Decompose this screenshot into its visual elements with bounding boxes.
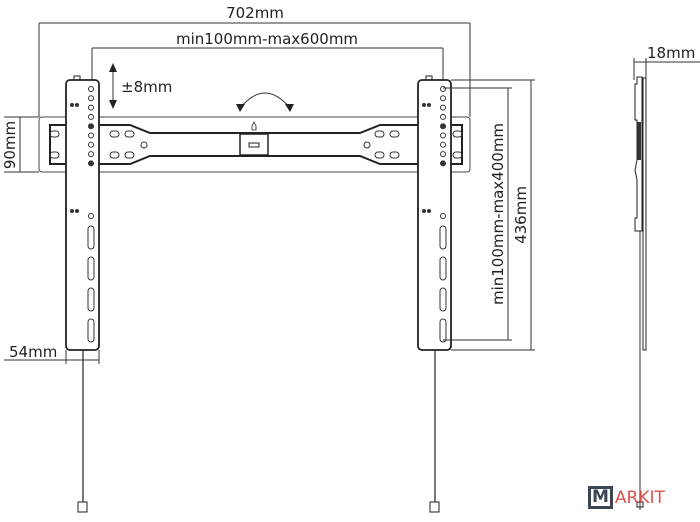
mount-hole — [440, 132, 446, 139]
slot — [87, 287, 95, 312]
logo-mark: M — [588, 486, 613, 509]
tilt-arrow-icon — [236, 92, 294, 112]
vertical-brackets — [65, 75, 452, 513]
slot — [439, 318, 447, 343]
left-bracket — [65, 75, 100, 513]
dimension-vertical-range: min100mm-max400mm — [443, 87, 512, 341]
vertical-adjust-label: ±8mm — [121, 78, 172, 96]
plate-height-label: 90mm — [1, 121, 19, 169]
bracket-width-label: 54mm — [9, 343, 57, 361]
mount-hole — [88, 123, 94, 130]
dimension-plate-height: 90mm — [1, 116, 39, 173]
mount-hole — [88, 141, 94, 148]
right-bracket — [417, 75, 452, 513]
markit-logo: M ARKIT — [588, 486, 665, 509]
cord-end — [77, 501, 88, 513]
mount-hole — [440, 160, 446, 167]
slot — [439, 256, 447, 281]
horizontal-range-label: min100mm-max600mm — [176, 30, 358, 48]
dimension-bracket-width: 54mm — [4, 343, 100, 364]
dimension-overall-width: 702mm — [38, 4, 471, 117]
mount-hole — [88, 151, 94, 158]
slot — [439, 287, 447, 312]
mount-hole — [88, 104, 94, 111]
mount-hole — [440, 123, 446, 130]
side-view: 18mm — [633, 44, 700, 510]
mount-hole — [440, 86, 446, 92]
slot — [87, 225, 95, 250]
mount-hole — [440, 95, 446, 102]
mount-hole — [88, 95, 94, 102]
mount-hole — [88, 86, 94, 92]
mount-hole — [440, 151, 446, 158]
cord-end — [429, 501, 440, 513]
mount-hole — [88, 132, 94, 139]
mount-hole — [440, 104, 446, 111]
slot — [87, 256, 95, 281]
slot — [87, 318, 95, 343]
depth-label: 18mm — [647, 44, 695, 62]
slot — [439, 225, 447, 250]
dimension-bracket-height: 436mm — [451, 79, 535, 351]
dimension-horizontal-range: min100mm-max600mm — [91, 30, 444, 80]
dimension-vertical-adjust: ±8mm — [109, 63, 172, 109]
bracket-height-label: 436mm — [512, 186, 530, 244]
logo-text: ARKIT — [614, 487, 665, 508]
mount-hole — [440, 113, 446, 120]
mount-hole — [440, 141, 446, 148]
mount-hole — [88, 160, 94, 167]
vertical-range-label: min100mm-max400mm — [489, 123, 507, 305]
mount-hole — [88, 113, 94, 120]
wall-plate — [38, 116, 471, 173]
overall-width-label: 702mm — [226, 4, 284, 22]
